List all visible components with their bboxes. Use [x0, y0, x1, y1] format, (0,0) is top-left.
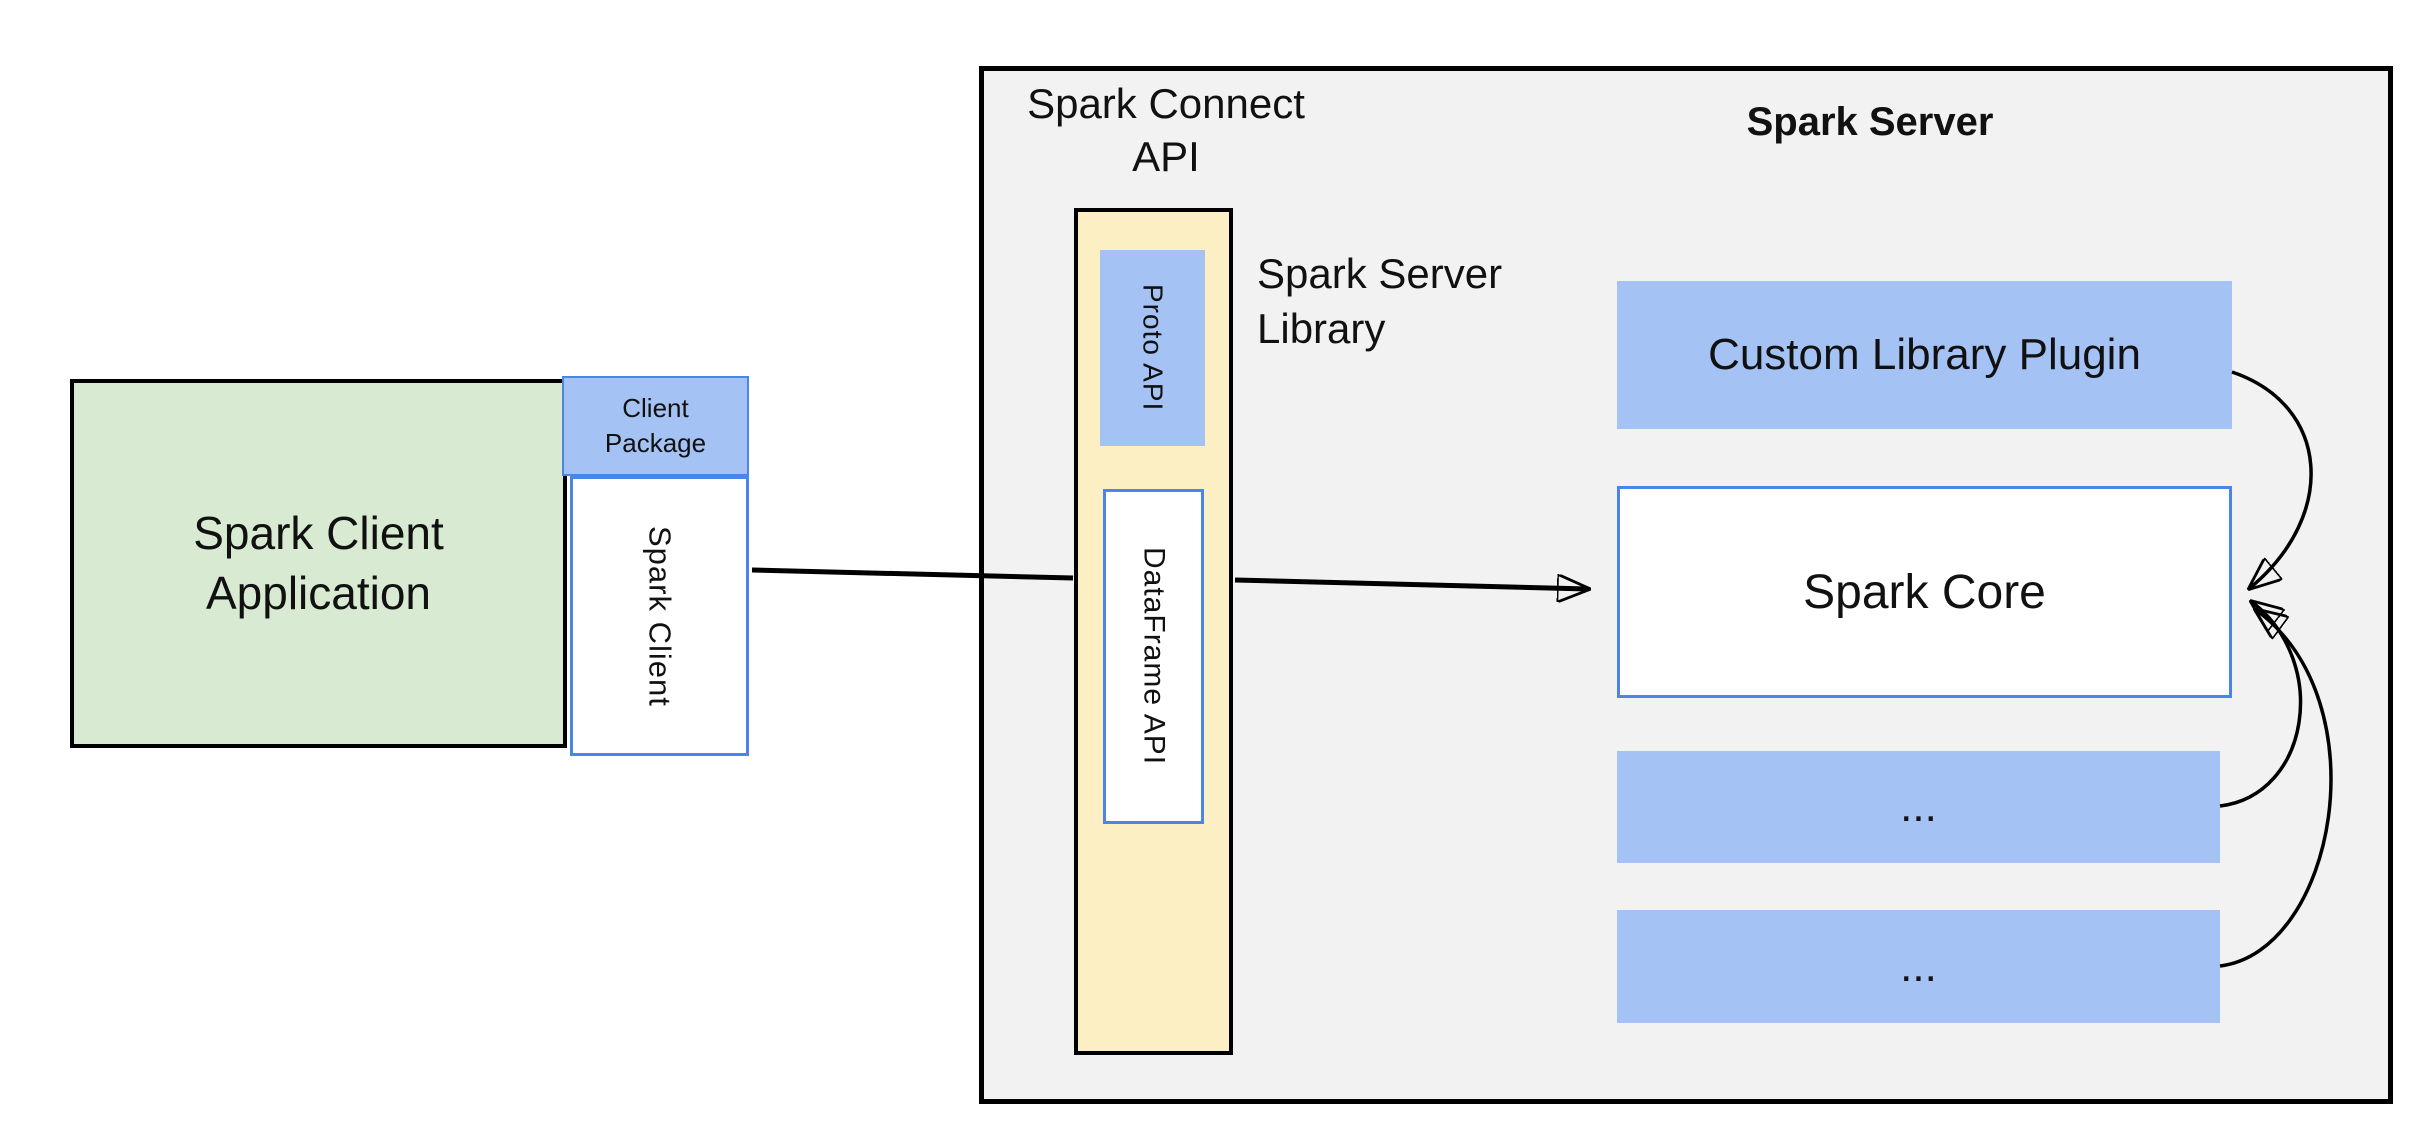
- module-placeholder-box-2: ...: [1617, 910, 2220, 1023]
- proto-api-box: Proto API: [1100, 250, 1205, 446]
- client-package-label: Client Package: [604, 392, 707, 458]
- client-package-box: Client Package: [562, 376, 749, 476]
- spark-client-application-label: Spark Client Application: [193, 506, 444, 619]
- dataframe-api-label: DataFrame API: [1137, 547, 1171, 766]
- module-placeholder-box-1: ...: [1617, 751, 2220, 863]
- spark-client-label: Spark Client: [642, 525, 678, 707]
- proto-api-label: Proto API: [1137, 284, 1169, 412]
- spark-server-title: Spark Server: [1746, 100, 1994, 144]
- spark-client-box: Spark Client: [570, 476, 749, 756]
- custom-library-plugin-box: Custom Library Plugin: [1617, 281, 2232, 429]
- dataframe-api-box: DataFrame API: [1103, 489, 1204, 824]
- spark-connect-api-label: Spark Connect API: [1027, 80, 1305, 180]
- spark-server-library-label: Spark Server Library: [1257, 250, 1503, 352]
- spark-core-box: Spark Core: [1617, 486, 2232, 698]
- spark-client-application-box: Spark Client Application: [70, 379, 567, 748]
